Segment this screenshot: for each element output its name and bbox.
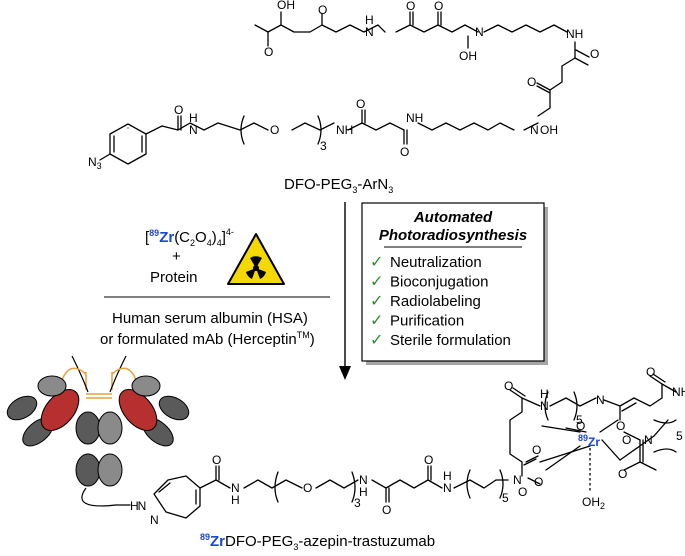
reactant-name: DFO-PEG3-ArN3 xyxy=(284,176,393,195)
atom-n: N xyxy=(150,513,159,527)
reactant-structure: OH O O N H O O N OH NH O O N OH O O O N … xyxy=(88,0,599,171)
step-check-icon: ✓ xyxy=(370,274,383,291)
atom-o: O xyxy=(382,503,391,517)
atom-n: N xyxy=(513,473,522,487)
atom-n: N xyxy=(596,393,605,407)
atom-o: O xyxy=(406,0,415,13)
protein-label: Protein xyxy=(150,269,198,286)
antibody-graphic xyxy=(6,355,190,507)
atom-o: O xyxy=(534,475,543,489)
atom-n: N xyxy=(189,123,198,137)
peg-count: 3 xyxy=(320,139,327,153)
atom-nh: NH xyxy=(336,123,353,137)
atom-n: N xyxy=(365,25,374,39)
product-name: 89ZrDFO-PEG3-azepin-trastuzumab xyxy=(200,532,435,552)
peg-count: 3 xyxy=(354,496,361,510)
atom-nh: NH xyxy=(406,111,423,125)
radiation-hazard-icon xyxy=(227,233,285,285)
automation-step: Sterile formulation xyxy=(390,332,511,349)
atom-h: H xyxy=(359,485,368,499)
atom-o: O xyxy=(270,123,279,137)
atom-o: O xyxy=(527,75,536,89)
atom-n: N xyxy=(644,433,653,447)
atom-o: O xyxy=(622,433,631,447)
atom-o: O xyxy=(434,0,443,13)
atom-n: N xyxy=(443,481,452,495)
atom-h: H xyxy=(365,13,374,27)
automation-step: Bioconjugation xyxy=(390,274,488,291)
chain-count: 5 xyxy=(676,429,683,443)
automation-box: Automated Photoradiosynthesis ✓ Neutraliz… xyxy=(361,202,548,365)
atom-o: O xyxy=(616,419,625,433)
zr-complex: O N H 5 N O O O NH 5 O N O O O N O 89Zr … xyxy=(495,365,685,511)
atom-o: O xyxy=(518,485,527,499)
atom-o: O xyxy=(504,379,513,393)
atom-n: N xyxy=(359,473,368,487)
atom-o: O xyxy=(174,103,183,117)
atom-o: O xyxy=(400,145,409,159)
atom-nh: HN xyxy=(130,499,146,513)
condition-option-hsa: Human serum albumin (HSA) xyxy=(112,310,308,327)
atom-nh: NH xyxy=(672,385,685,399)
product-structure: HN N O N H O 3 N H O O N H 5 xyxy=(115,453,509,527)
atom-nh: NH xyxy=(566,27,583,41)
plus-sign: + xyxy=(172,248,181,265)
atom-o: O xyxy=(424,453,433,467)
chain-count: 5 xyxy=(576,413,583,427)
atom-n: N xyxy=(231,481,240,495)
atom-oh: OH xyxy=(540,123,558,137)
atom-o: O xyxy=(532,443,541,457)
atom-n: N xyxy=(540,399,549,413)
atom-oh2: OH2 xyxy=(582,495,605,511)
reagent-formula: [89Zr(C2O4)4]4- xyxy=(145,227,234,248)
atom-o: O xyxy=(264,45,273,59)
automation-title-line1: Automated xyxy=(413,209,493,226)
atom-h: H xyxy=(443,469,452,483)
automation-step: Neutralization xyxy=(390,254,482,271)
automation-step: Purification xyxy=(390,313,464,330)
atom-o: O xyxy=(646,365,655,379)
atom-oh: OH xyxy=(459,49,477,63)
chain-count: 5 xyxy=(502,491,509,505)
atom-o: O xyxy=(618,467,627,481)
automation-step: Radiolabeling xyxy=(390,293,481,310)
step-check-icon: ✓ xyxy=(370,254,383,271)
atom-h: H xyxy=(540,387,549,401)
step-check-icon: ✓ xyxy=(370,313,383,330)
atom-h: H xyxy=(231,493,240,507)
atom-n: N xyxy=(475,25,484,39)
atom-h: H xyxy=(189,111,198,125)
atom-o: O xyxy=(356,97,365,111)
reaction-arrowhead xyxy=(339,366,351,380)
step-check-icon: ✓ xyxy=(370,332,383,349)
atom-o: O xyxy=(318,3,327,17)
atom-n: N xyxy=(530,123,539,137)
atom-oh: OH xyxy=(277,0,295,12)
automation-title-line2: Photoradiosynthesis xyxy=(379,227,527,244)
atom-o: O xyxy=(212,453,221,467)
step-check-icon: ✓ xyxy=(370,293,383,310)
zr-center: 89Zr xyxy=(578,433,600,449)
atom-n3: N3 xyxy=(88,155,102,171)
atom-o: O xyxy=(303,481,312,495)
atom-o: O xyxy=(590,47,599,61)
condition-option-mab: or formulated mAb (HerceptinTM) xyxy=(100,330,315,348)
atom-o: O xyxy=(576,419,585,433)
